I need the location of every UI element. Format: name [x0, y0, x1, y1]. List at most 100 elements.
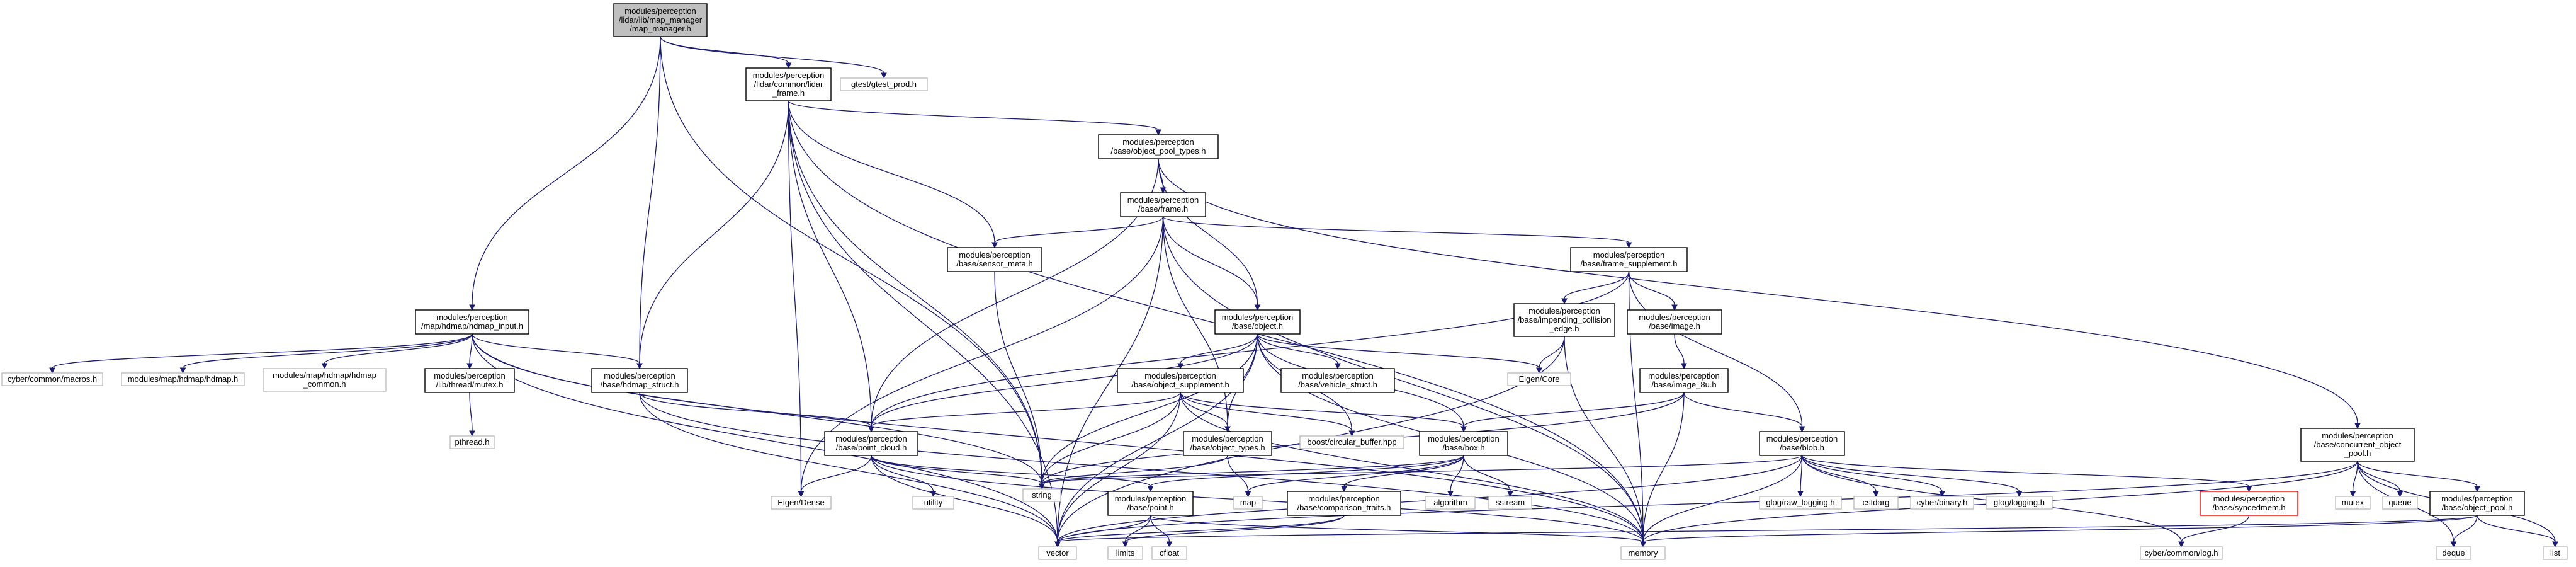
node-label: modules/map/hdmap/hdmap.h: [128, 374, 239, 384]
node-object[interactable]: modules/perception/base/object.h: [1214, 309, 1301, 335]
edge-point-to-limits: [1124, 515, 1151, 542]
node-box: [1151, 546, 1187, 560]
node-label: /base/object.h: [1232, 321, 1283, 331]
edge-object-to-vehicle_struct: [1257, 333, 1338, 364]
node-algorithm: algorithm: [1425, 496, 1476, 510]
node-label: glog/raw_logging.h: [1766, 498, 1834, 507]
node-label: _pool.h: [2344, 449, 2371, 458]
node-label: vector: [1046, 548, 1069, 558]
edge-blob-to-memory: [1642, 455, 1803, 542]
node-box: [121, 372, 245, 386]
node-image_8u[interactable]: modules/perception/base/image_8u.h: [1639, 368, 1729, 393]
edge-image-to-image_8u: [1674, 333, 1685, 364]
edge-lidar_frame-to-object_pool_types: [788, 100, 1159, 130]
node-object_types[interactable]: modules/perception/base/object_types.h: [1183, 431, 1272, 456]
node-vector: vector: [1038, 546, 1077, 560]
edge-arrowhead: [1039, 483, 1045, 490]
edge-frame-to-object: [1162, 216, 1258, 306]
edge-lidar_frame-to-hdmap_struct: [639, 100, 789, 364]
node-box: [1488, 496, 1532, 510]
node-box: [824, 431, 918, 456]
node-label: modules/perception: [1127, 195, 1199, 205]
edge-blob-to-string: [1041, 455, 1803, 484]
edge-box-to-sstream: [1463, 455, 1511, 492]
edge-arrowhead: [2397, 491, 2404, 498]
edge-arrowhead: [1160, 187, 1167, 194]
edge-concurrent_pool-to-mutex: [2352, 461, 2358, 492]
node-hdmap_input[interactable]: modules/perception/map/hdmap/hdmap_input…: [415, 309, 529, 335]
node-frame_supplement[interactable]: modules/perception/base/frame_supplement…: [1570, 247, 1688, 272]
node-label: modules/perception: [1639, 312, 1710, 322]
edge-arrowhead: [2178, 541, 2184, 548]
edge-blob-to-cstdarg: [1801, 455, 1877, 492]
node-label: cyber/common/macros.h: [8, 374, 97, 384]
node-box: [1910, 496, 1974, 510]
node-label: modules/perception: [2441, 494, 2512, 503]
node-label: modules/perception: [2322, 431, 2393, 440]
node-box: [1570, 247, 1688, 272]
node-vehicle_struct[interactable]: modules/perception/base/vehicle_struct.h: [1280, 368, 1395, 393]
node-label: modules/perception: [1766, 434, 1838, 444]
node-pthread: pthread.h: [449, 435, 495, 449]
node-object_supplement[interactable]: modules/perception/base/object_supplemen…: [1117, 368, 1244, 393]
edge-arrowhead: [1341, 486, 1347, 493]
node-object_pool[interactable]: modules/perception/base/object_pool.h: [2429, 491, 2525, 516]
edge-object_pool-to-list: [2477, 515, 2556, 542]
edge-arrowhead: [1939, 491, 1945, 498]
node-box[interactable]: modules/perception/base/box.h: [1419, 431, 1508, 456]
edge-frame-to-frame_supplement: [1162, 216, 1630, 243]
edge-arrowhead: [49, 367, 55, 374]
node-comparison_traits[interactable]: modules/perception/base/comparison_trait…: [1287, 491, 1401, 516]
node-box: [1038, 546, 1077, 560]
node-box: [1419, 431, 1508, 456]
node-sensor_meta[interactable]: modules/perception/base/sensor_meta.h: [947, 247, 1042, 272]
node-box: [1513, 303, 1615, 337]
edge-arrowhead: [1681, 363, 1687, 370]
node-frame[interactable]: modules/perception/base/frame.h: [1120, 192, 1206, 217]
edge-frame-to-sensor_meta: [994, 216, 1164, 243]
node-point[interactable]: modules/perception/base/point.h: [1107, 491, 1194, 516]
node-label: /base/impending_collision: [1518, 315, 1612, 324]
node-map_manager[interactable]: modules/perception/lidar/lib/map_manager…: [613, 3, 708, 37]
node-blob[interactable]: modules/perception/base/blob.h: [1759, 431, 1845, 456]
edge-blob-to-glog_logging: [1801, 455, 2020, 492]
node-concurrent_pool[interactable]: modules/perception/base/concurrent_objec…: [2300, 428, 2415, 462]
node-label: modules/perception: [1308, 494, 1379, 503]
node-image[interactable]: modules/perception/base/image.h: [1627, 309, 1722, 335]
node-box: [1425, 496, 1476, 510]
edge-object_pool_types-to-object: [1158, 158, 1258, 306]
node-box: [840, 77, 928, 91]
node-utility: utility: [912, 496, 954, 510]
node-label: sstream: [1496, 498, 1525, 507]
edge-arrowhead: [2354, 423, 2361, 430]
node-label: cyber/binary.h: [1917, 498, 1968, 507]
edge-object-to-object_supplement: [1180, 333, 1258, 364]
node-label: /base/image_8u.h: [1651, 380, 1716, 389]
node-box: [1620, 546, 1666, 560]
edge-arrowhead: [179, 367, 186, 374]
edge-lidar_frame-to-eigen_dense: [788, 100, 802, 492]
node-box: [1299, 435, 1404, 449]
node-lidar_frame[interactable]: modules/perception/lidar/common/lidar_fr…: [745, 67, 832, 101]
node-label: modules/perception: [1115, 494, 1186, 503]
node-hdmap_struct[interactable]: modules/perception/base/hdmap_struct.h: [591, 368, 688, 393]
edge-arrowhead: [881, 72, 887, 79]
node-object_pool_types[interactable]: modules/perception/base/object_pool_type…: [1098, 134, 1219, 159]
node-label: /map/hdmap/hdmap_input.h: [421, 321, 523, 331]
node-point_cloud[interactable]: modules/perception/base/point_cloud.h: [824, 431, 918, 456]
node-mutex: mutex: [2335, 496, 2371, 510]
node-thread_mutex[interactable]: modules/perception/lib/thread/mutex.h: [424, 368, 515, 393]
edge-arrowhead: [1155, 129, 1161, 136]
node-label: modules/perception: [1122, 137, 1194, 147]
edge-frame_supplement-to-point_cloud: [871, 271, 1630, 427]
node-label: /base/frame_supplement.h: [1581, 259, 1678, 268]
node-label: modules/perception: [1222, 312, 1293, 322]
edge-object-to-string: [1041, 333, 1258, 484]
edge-hdmap_input-to-string: [472, 333, 1042, 484]
node-label: queue: [2388, 498, 2411, 507]
node-impending_collision[interactable]: modules/perception/base/impending_collis…: [1513, 303, 1615, 337]
edge-arrowhead: [1348, 430, 1355, 437]
edge-point_cloud-to-vector: [871, 455, 1058, 542]
node-syncedmem[interactable]: modules/perception/base/syncedmem.h: [2200, 491, 2298, 516]
node-label: /base/hdmap_struct.h: [600, 380, 679, 389]
